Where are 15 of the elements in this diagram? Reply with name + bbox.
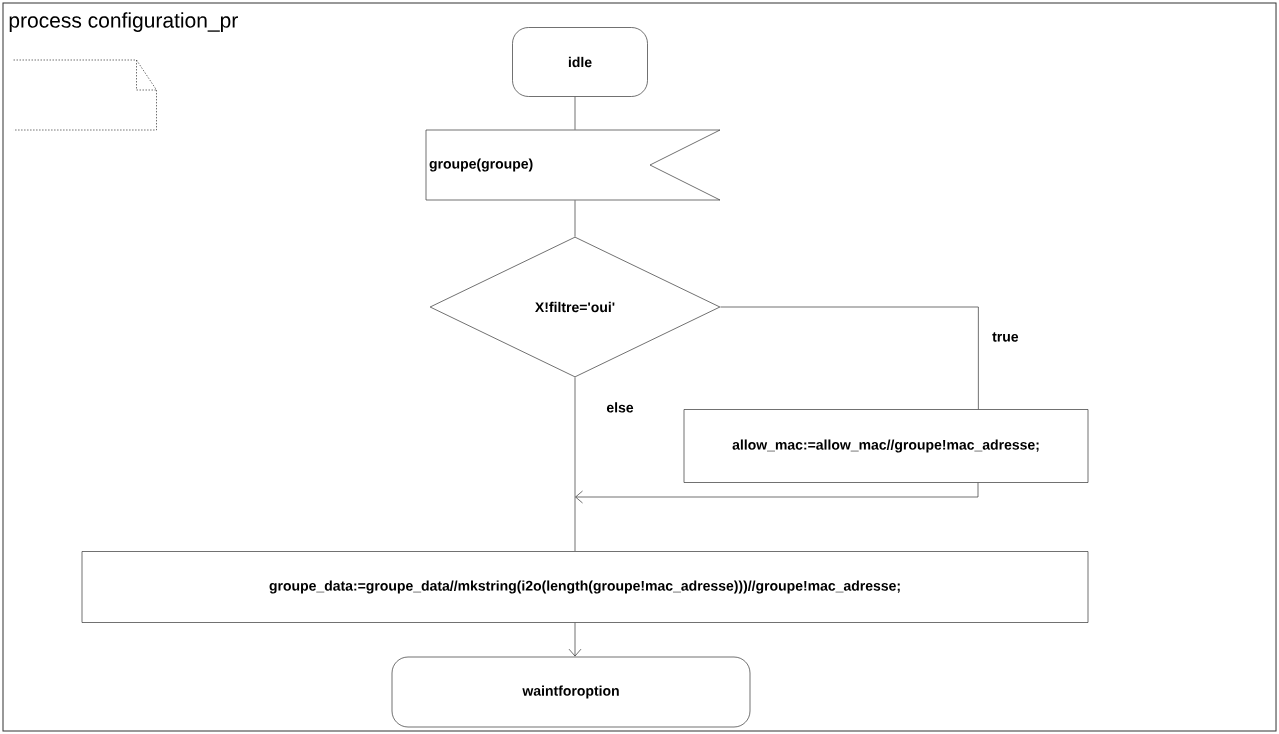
connector-line (574, 377, 576, 552)
state-box: idle (512, 27, 648, 97)
edge-label: else (605, 401, 635, 414)
edge-label: true (991, 331, 1020, 343)
signal-input-box: groupe(groupe) (425, 129, 721, 201)
connector-line (720, 306, 979, 410)
connector-line (574, 200, 576, 237)
connector-line (574, 96, 576, 130)
state-box: waintforoption (391, 656, 751, 728)
arrow (575, 482, 979, 504)
arrow (568, 622, 582, 657)
task-box: allow_mac:=allow_mac//groupe!mac_adresse; (683, 409, 1089, 483)
text-symbol (13, 59, 157, 131)
diagram-title: process configuration_pr (9, 12, 238, 32)
task-box: groupe_data:=groupe_data//mkstring(i2o(length(groupe!mac_adresse)))//groupe!mac_adresse; (81, 551, 1089, 623)
